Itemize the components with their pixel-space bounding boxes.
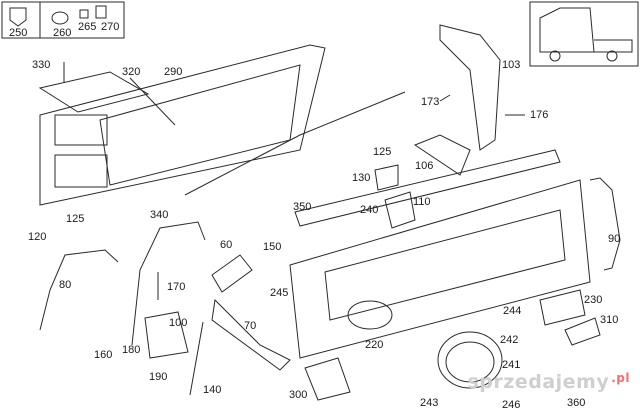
label-300: 300 [289,389,308,401]
upper-side-panel [39,44,326,206]
panel-block [54,154,108,188]
bracket-230 [539,289,586,326]
cable-line [184,91,406,196]
panel-block [54,114,108,146]
cover-plate-320 [38,71,150,113]
truck-wheel-icon [606,50,618,62]
upper-panel-recess [99,64,301,186]
label-170: 170 [167,281,186,293]
bracket-130 [374,164,399,191]
bracket-60 [211,254,253,293]
label-220: 220 [365,339,384,351]
hose-340 [131,221,206,346]
label-260: 260 [53,27,72,39]
label-242: 242 [500,334,519,346]
bracket-310 [564,317,601,346]
label-243: 243 [420,397,439,409]
nut-icon [79,9,89,19]
ring-241-inner [445,341,495,383]
bracket-70 [211,298,291,371]
label-120: 120 [28,231,47,243]
label-330: 330 [32,59,51,71]
label-173: 173 [421,96,440,108]
label-180: 180 [122,344,141,356]
label-310: 310 [600,314,619,326]
rod-140 [189,321,204,396]
cap-icon [51,11,69,25]
part-box-260-270 [39,1,125,39]
label-80: 80 [59,279,72,291]
hose-90 [589,177,621,271]
label-176: 176 [530,109,549,121]
lower-side-panel [289,179,591,359]
label-340: 340 [150,209,169,221]
label-90: 90 [608,233,621,245]
label-270: 270 [101,21,120,33]
label-125-lower: 125 [66,213,85,225]
truck-wheel-icon [549,50,561,62]
label-103: 103 [502,59,521,71]
step-300 [304,357,351,401]
label-130: 130 [352,172,371,184]
leader-line [129,77,176,126]
label-320: 320 [122,66,141,78]
label-265: 265 [78,21,97,33]
label-160: 160 [94,349,113,361]
bracket-100 [144,311,189,359]
truck-cab-icon [539,7,633,53]
label-150: 150 [263,241,282,253]
label-245: 245 [270,287,289,299]
label-190: 190 [149,371,168,383]
label-350: 350 [293,201,312,213]
label-246: 246 [502,399,521,411]
bracket-240 [384,191,416,229]
label-125-upper: 125 [373,146,392,158]
label-250: 250 [9,27,28,39]
label-230: 230 [584,294,603,306]
label-70: 70 [244,320,257,332]
clip-270-icon [95,5,107,19]
rod-350 [294,149,561,227]
label-100: 100 [169,317,188,329]
ring-241 [437,331,503,389]
leader-line [439,94,451,102]
label-140: 140 [203,384,222,396]
label-241: 241 [502,359,521,371]
label-60: 60 [220,239,233,251]
panel-opening [347,300,393,330]
bracket-103 [439,24,501,151]
label-110: 110 [413,196,431,208]
label-290: 290 [164,66,183,78]
lower-panel-recess [324,209,566,321]
label-360: 360 [567,397,586,409]
hose-80 [39,249,119,331]
label-244: 244 [503,305,522,317]
watermark: sprzedajemy.pl [467,371,630,393]
bracket-106 [413,134,471,176]
label-106: 106 [415,160,434,172]
label-240: 240 [360,204,379,216]
clip-icon [9,7,27,27]
truck-thumbnail-box [529,1,639,67]
